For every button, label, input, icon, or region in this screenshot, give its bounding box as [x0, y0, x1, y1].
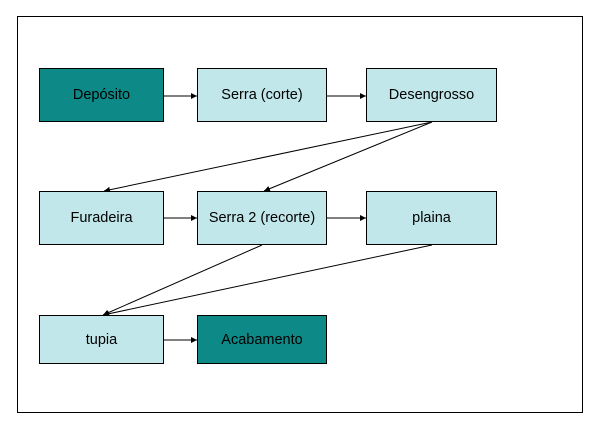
node-desengrosso: Desengrosso	[366, 68, 497, 122]
node-plaina: plaina	[366, 191, 497, 245]
node-tupia: tupia	[39, 315, 164, 364]
arrow-serra2-to-tupia	[102, 244, 263, 316]
node-furadeira: Furadeira	[39, 191, 164, 245]
node-serra2-recorte: Serra 2 (recorte)	[197, 191, 327, 245]
arrow-plaina-to-tupia	[102, 244, 433, 317]
arrow-desengrosso-to-serra2	[263, 121, 433, 192]
arrow-desengrosso-to-furadeira	[103, 121, 433, 193]
node-acabamento: Acabamento	[197, 315, 327, 364]
node-deposito: Depósito	[39, 68, 164, 122]
node-serra-corte: Serra (corte)	[197, 68, 327, 122]
